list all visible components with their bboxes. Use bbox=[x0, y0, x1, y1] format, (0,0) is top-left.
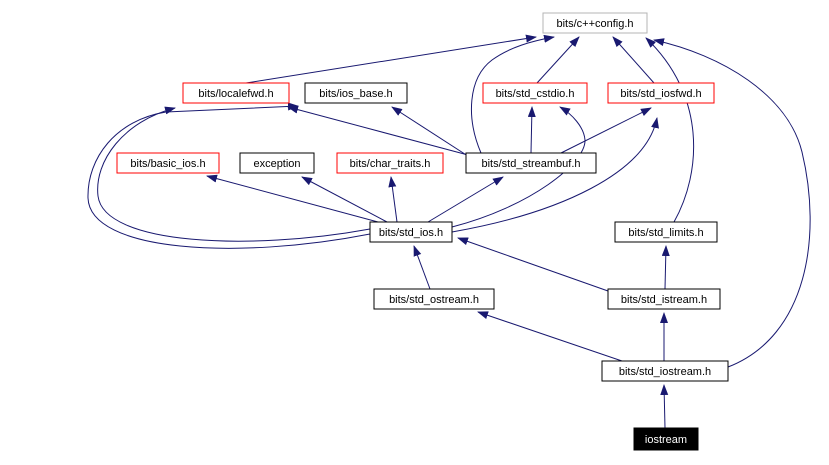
node-std_iostream-box[interactable] bbox=[601, 360, 729, 382]
edge-std_cstdio-to-cppconfig bbox=[536, 36, 580, 84]
node-std_limits[interactable]: bits/std_limits.h bbox=[614, 221, 718, 243]
node-std_limits-label: bits/std_limits.h bbox=[628, 227, 703, 239]
node-std_iosfwd[interactable]: bits/std_iosfwd.h bbox=[607, 82, 715, 104]
edge-std_istream-to-std_limits bbox=[661, 245, 670, 290]
node-iostream-label: iostream bbox=[645, 434, 687, 446]
edge-iostream-to-std_iostream bbox=[660, 384, 669, 429]
node-cppconfig[interactable]: bits/c++config.h bbox=[542, 12, 648, 34]
node-exception-label: exception bbox=[253, 158, 300, 170]
edge-std_iostream-to-std_ostream bbox=[477, 311, 623, 362]
edge-streambuf-to-cppconfig bbox=[471, 34, 555, 154]
edge-std_iosfwd-to-cppconfig bbox=[612, 36, 655, 84]
node-localefwd-label: bits/localefwd.h bbox=[198, 88, 273, 100]
edges-layer bbox=[87, 34, 811, 429]
node-cppconfig-label: bits/c++config.h bbox=[556, 18, 633, 30]
edge-streambuf-to-localefwd bbox=[287, 105, 469, 156]
node-std_ios-label: bits/std_ios.h bbox=[379, 227, 443, 239]
edge-localefwd-to-cppconfig bbox=[245, 34, 537, 84]
node-char_traits[interactable]: bits/char_traits.h bbox=[336, 152, 444, 174]
edge-std_ios-to-basic_ios bbox=[206, 174, 379, 223]
node-ios_base-label: bits/ios_base.h bbox=[319, 88, 392, 100]
edge-std_istream-to-std_ios bbox=[457, 237, 609, 292]
node-char_traits-label: bits/char_traits.h bbox=[350, 158, 431, 170]
edge-std_ios-to-localefwd bbox=[97, 106, 371, 242]
node-basic_ios-label: bits/basic_ios.h bbox=[130, 158, 205, 170]
node-streambuf[interactable]: bits/std_streambuf.h bbox=[465, 152, 597, 174]
nodes-layer: bits/c++config.h bits/localefwd.h bits/ios… bbox=[116, 12, 729, 451]
node-std_cstdio-label: bits/std_cstdio.h bbox=[496, 88, 575, 100]
node-std_iosfwd-label: bits/std_iosfwd.h bbox=[620, 88, 701, 100]
node-iostream-box[interactable] bbox=[633, 427, 699, 451]
edge-std_ios-to-ios_base bbox=[87, 102, 371, 249]
node-localefwd[interactable]: bits/localefwd.h bbox=[182, 82, 290, 104]
node-std_iostream[interactable]: bits/std_iostream.h bbox=[601, 360, 729, 382]
node-std_ostream-label: bits/std_ostream.h bbox=[389, 294, 479, 306]
edge-std_ios-to-std_cstdio bbox=[451, 106, 586, 228]
node-exception-box[interactable] bbox=[239, 152, 315, 174]
node-exception[interactable]: exception bbox=[239, 152, 315, 174]
node-std_ostream-box[interactable] bbox=[373, 288, 495, 310]
node-streambuf-box[interactable] bbox=[465, 152, 597, 174]
edge-std_ostream-to-std_ios bbox=[413, 245, 431, 290]
node-std_iosfwd-box[interactable] bbox=[607, 82, 715, 104]
edge-streambuf-to-std_iosfwd bbox=[560, 107, 652, 154]
node-streambuf-label: bits/std_streambuf.h bbox=[481, 158, 580, 170]
node-std_istream-label: bits/std_istream.h bbox=[621, 294, 707, 306]
edge-streambuf-to-std_cstdio bbox=[527, 106, 536, 154]
edge-std_limits-to-cppconfig bbox=[645, 37, 695, 223]
node-std_istream[interactable]: bits/std_istream.h bbox=[607, 288, 721, 310]
node-iostream[interactable]: iostream bbox=[633, 427, 699, 451]
edge-std_ios-to-streambuf bbox=[427, 176, 504, 223]
node-basic_ios-box[interactable] bbox=[116, 152, 220, 174]
edge-std_ios-to-exception bbox=[301, 176, 388, 223]
node-std_ostream[interactable]: bits/std_ostream.h bbox=[373, 288, 495, 310]
node-std_iostream-label: bits/std_iostream.h bbox=[619, 366, 711, 378]
node-std_limits-box[interactable] bbox=[614, 221, 718, 243]
edge-streambuf-to-ios_base bbox=[391, 106, 472, 159]
node-ios_base[interactable]: bits/ios_base.h bbox=[304, 82, 408, 104]
node-std_ios-box[interactable] bbox=[369, 221, 453, 243]
node-std_istream-box[interactable] bbox=[607, 288, 721, 310]
node-char_traits-box[interactable] bbox=[336, 152, 444, 174]
node-std_cstdio[interactable]: bits/std_cstdio.h bbox=[482, 82, 588, 104]
node-std_cstdio-box[interactable] bbox=[482, 82, 588, 104]
node-ios_base-box[interactable] bbox=[304, 82, 408, 104]
node-localefwd-box[interactable] bbox=[182, 82, 290, 104]
node-basic_ios[interactable]: bits/basic_ios.h bbox=[116, 152, 220, 174]
node-cppconfig-box[interactable] bbox=[542, 12, 648, 34]
node-std_ios[interactable]: bits/std_ios.h bbox=[369, 221, 453, 243]
edge-std_ios-to-char_traits bbox=[388, 176, 398, 223]
edge-std_iostream-to-cppconfig bbox=[653, 38, 811, 368]
edge-std_ios-to-std_iosfwd bbox=[451, 117, 659, 233]
